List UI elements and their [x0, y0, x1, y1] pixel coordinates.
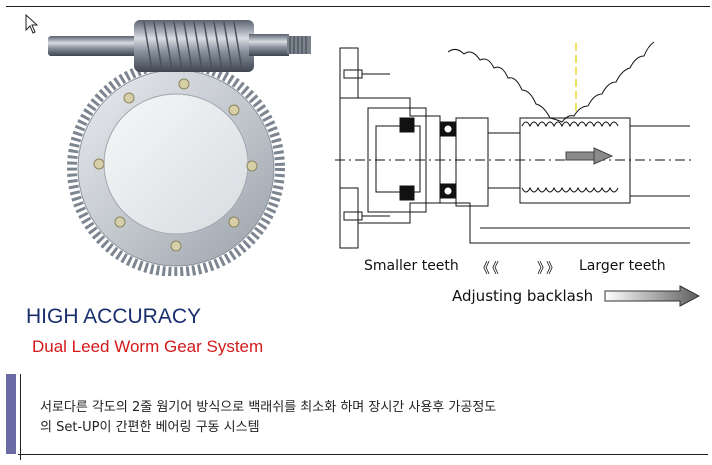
adjusting-backlash-label: Adjusting backlash [452, 287, 594, 305]
description-line-2: 의 Set-UP이 간편한 베어링 구동 시스템 [40, 420, 260, 435]
right-arrow-icon [604, 285, 700, 307]
top-rule [6, 6, 710, 7]
description-box: 서로다른 각도의 2줄 웜기어 방식으로 백래쉬를 최소화 하며 장시간 사용후… [6, 374, 708, 461]
worm-gear-photo [48, 20, 311, 276]
page-subtitle: Dual Leed Worm Gear System [32, 337, 264, 356]
accent-bar [6, 374, 16, 454]
right-chevrons: 》》 [537, 261, 562, 277]
worm-gear-cross-section-diagram [335, 41, 695, 249]
page-title: HIGH ACCURACY [26, 305, 202, 328]
smaller-teeth-label: Smaller teeth [364, 258, 459, 274]
divider [20, 374, 21, 460]
description-line-1: 서로다른 각도의 2줄 웜기어 방식으로 백래쉬를 최소화 하며 장시간 사용후… [40, 400, 497, 415]
divider [18, 454, 708, 455]
left-chevrons: 《《 [476, 261, 501, 277]
larger-teeth-label: Larger teeth [579, 258, 666, 274]
mouse-cursor-icon [25, 14, 39, 34]
